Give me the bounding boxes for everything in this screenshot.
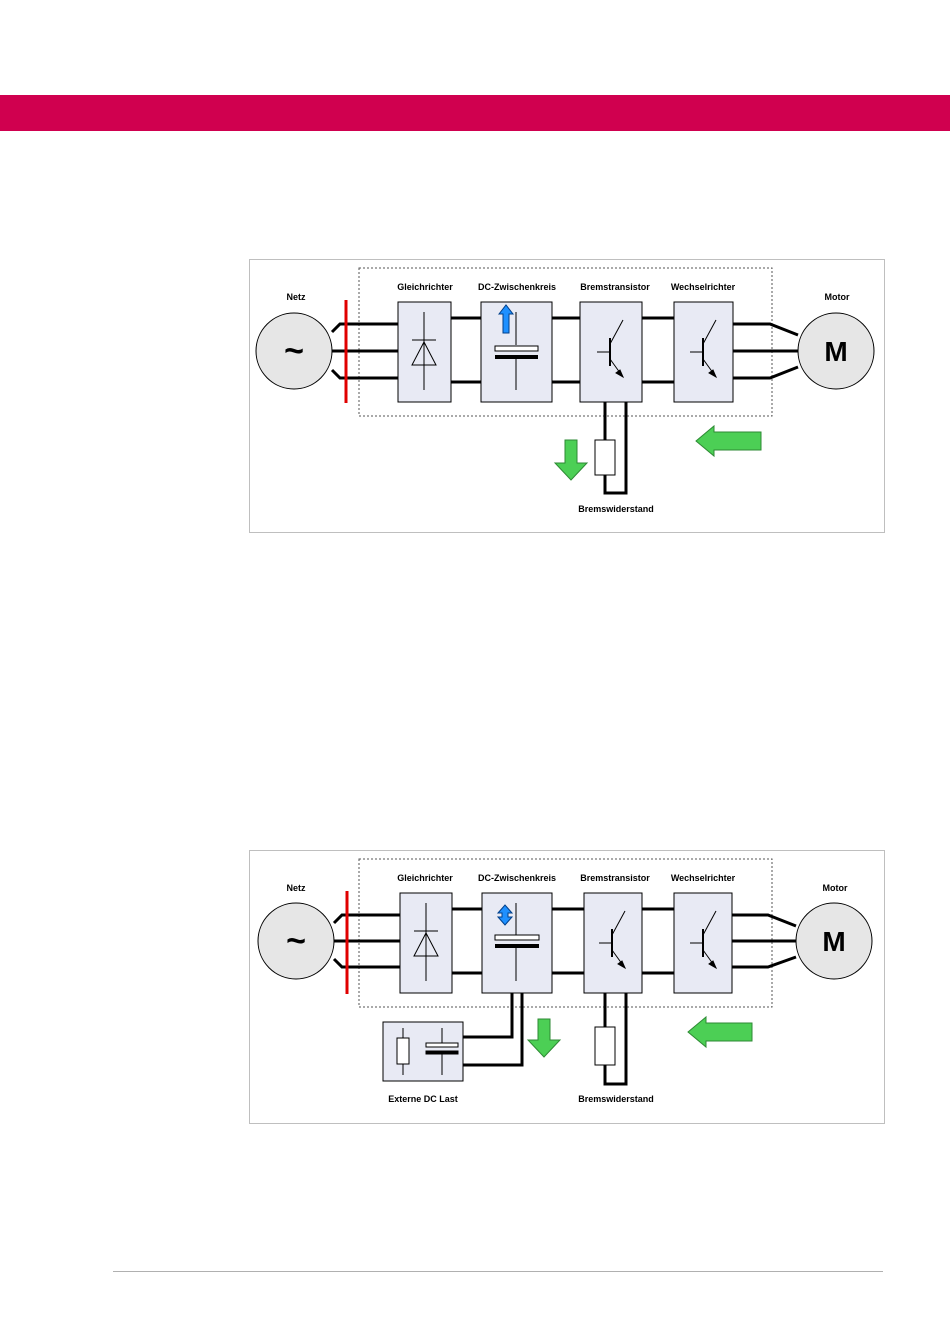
diagram-braking-resistor: Netz Gleichrichter DC-Zwischenkreis Brem… bbox=[249, 259, 885, 533]
netz-label: Netz bbox=[286, 883, 306, 893]
header-banner bbox=[0, 95, 950, 131]
dc-link-label: DC-Zwischenkreis bbox=[478, 282, 556, 292]
gleichrichter-label: Gleichrichter bbox=[397, 873, 453, 883]
motor-label: Motor bbox=[823, 883, 848, 893]
external-dc-load-label: Externe DC Last bbox=[388, 1094, 458, 1104]
bremstransistor-label: Bremstransistor bbox=[580, 282, 650, 292]
motor-wires bbox=[732, 915, 796, 967]
footer-rule bbox=[113, 1271, 883, 1272]
motor-symbol: M bbox=[824, 336, 847, 367]
wechselrichter-label: Wechselrichter bbox=[671, 282, 736, 292]
motor-symbol: M bbox=[822, 926, 845, 957]
diagram-external-dc-load: Netz Gleichrichter DC-Zwischenkreis Brem… bbox=[249, 850, 885, 1124]
brake-resistor-icon bbox=[595, 1027, 615, 1065]
ac-symbol: ~ bbox=[286, 922, 306, 960]
heat-dissipation-arrow-icon bbox=[555, 440, 587, 480]
dc-link-label: DC-Zwischenkreis bbox=[478, 873, 556, 883]
diagram-1-svg: Netz Gleichrichter DC-Zwischenkreis Brem… bbox=[250, 260, 884, 532]
bremswiderstand-label: Bremswiderstand bbox=[578, 1094, 654, 1104]
mains-wires bbox=[332, 324, 398, 378]
motor-wires bbox=[733, 324, 798, 378]
ac-symbol: ~ bbox=[284, 332, 304, 370]
mains-wires bbox=[334, 915, 400, 967]
wechselrichter-label: Wechselrichter bbox=[671, 873, 736, 883]
diagram-2-svg: Netz Gleichrichter DC-Zwischenkreis Brem… bbox=[250, 851, 884, 1123]
regenerative-energy-arrow-icon bbox=[696, 426, 761, 456]
bremswiderstand-label: Bremswiderstand bbox=[578, 504, 654, 514]
netz-label: Netz bbox=[286, 292, 306, 302]
gleichrichter-label: Gleichrichter bbox=[397, 282, 453, 292]
motor-label: Motor bbox=[825, 292, 850, 302]
external-load-wiring bbox=[463, 993, 522, 1065]
heat-dissipation-arrow-icon bbox=[528, 1019, 560, 1057]
bremstransistor-label: Bremstransistor bbox=[580, 873, 650, 883]
dc-link-block bbox=[482, 893, 552, 993]
brake-resistor-icon bbox=[595, 440, 615, 475]
regenerative-energy-arrow-icon bbox=[688, 1017, 752, 1047]
